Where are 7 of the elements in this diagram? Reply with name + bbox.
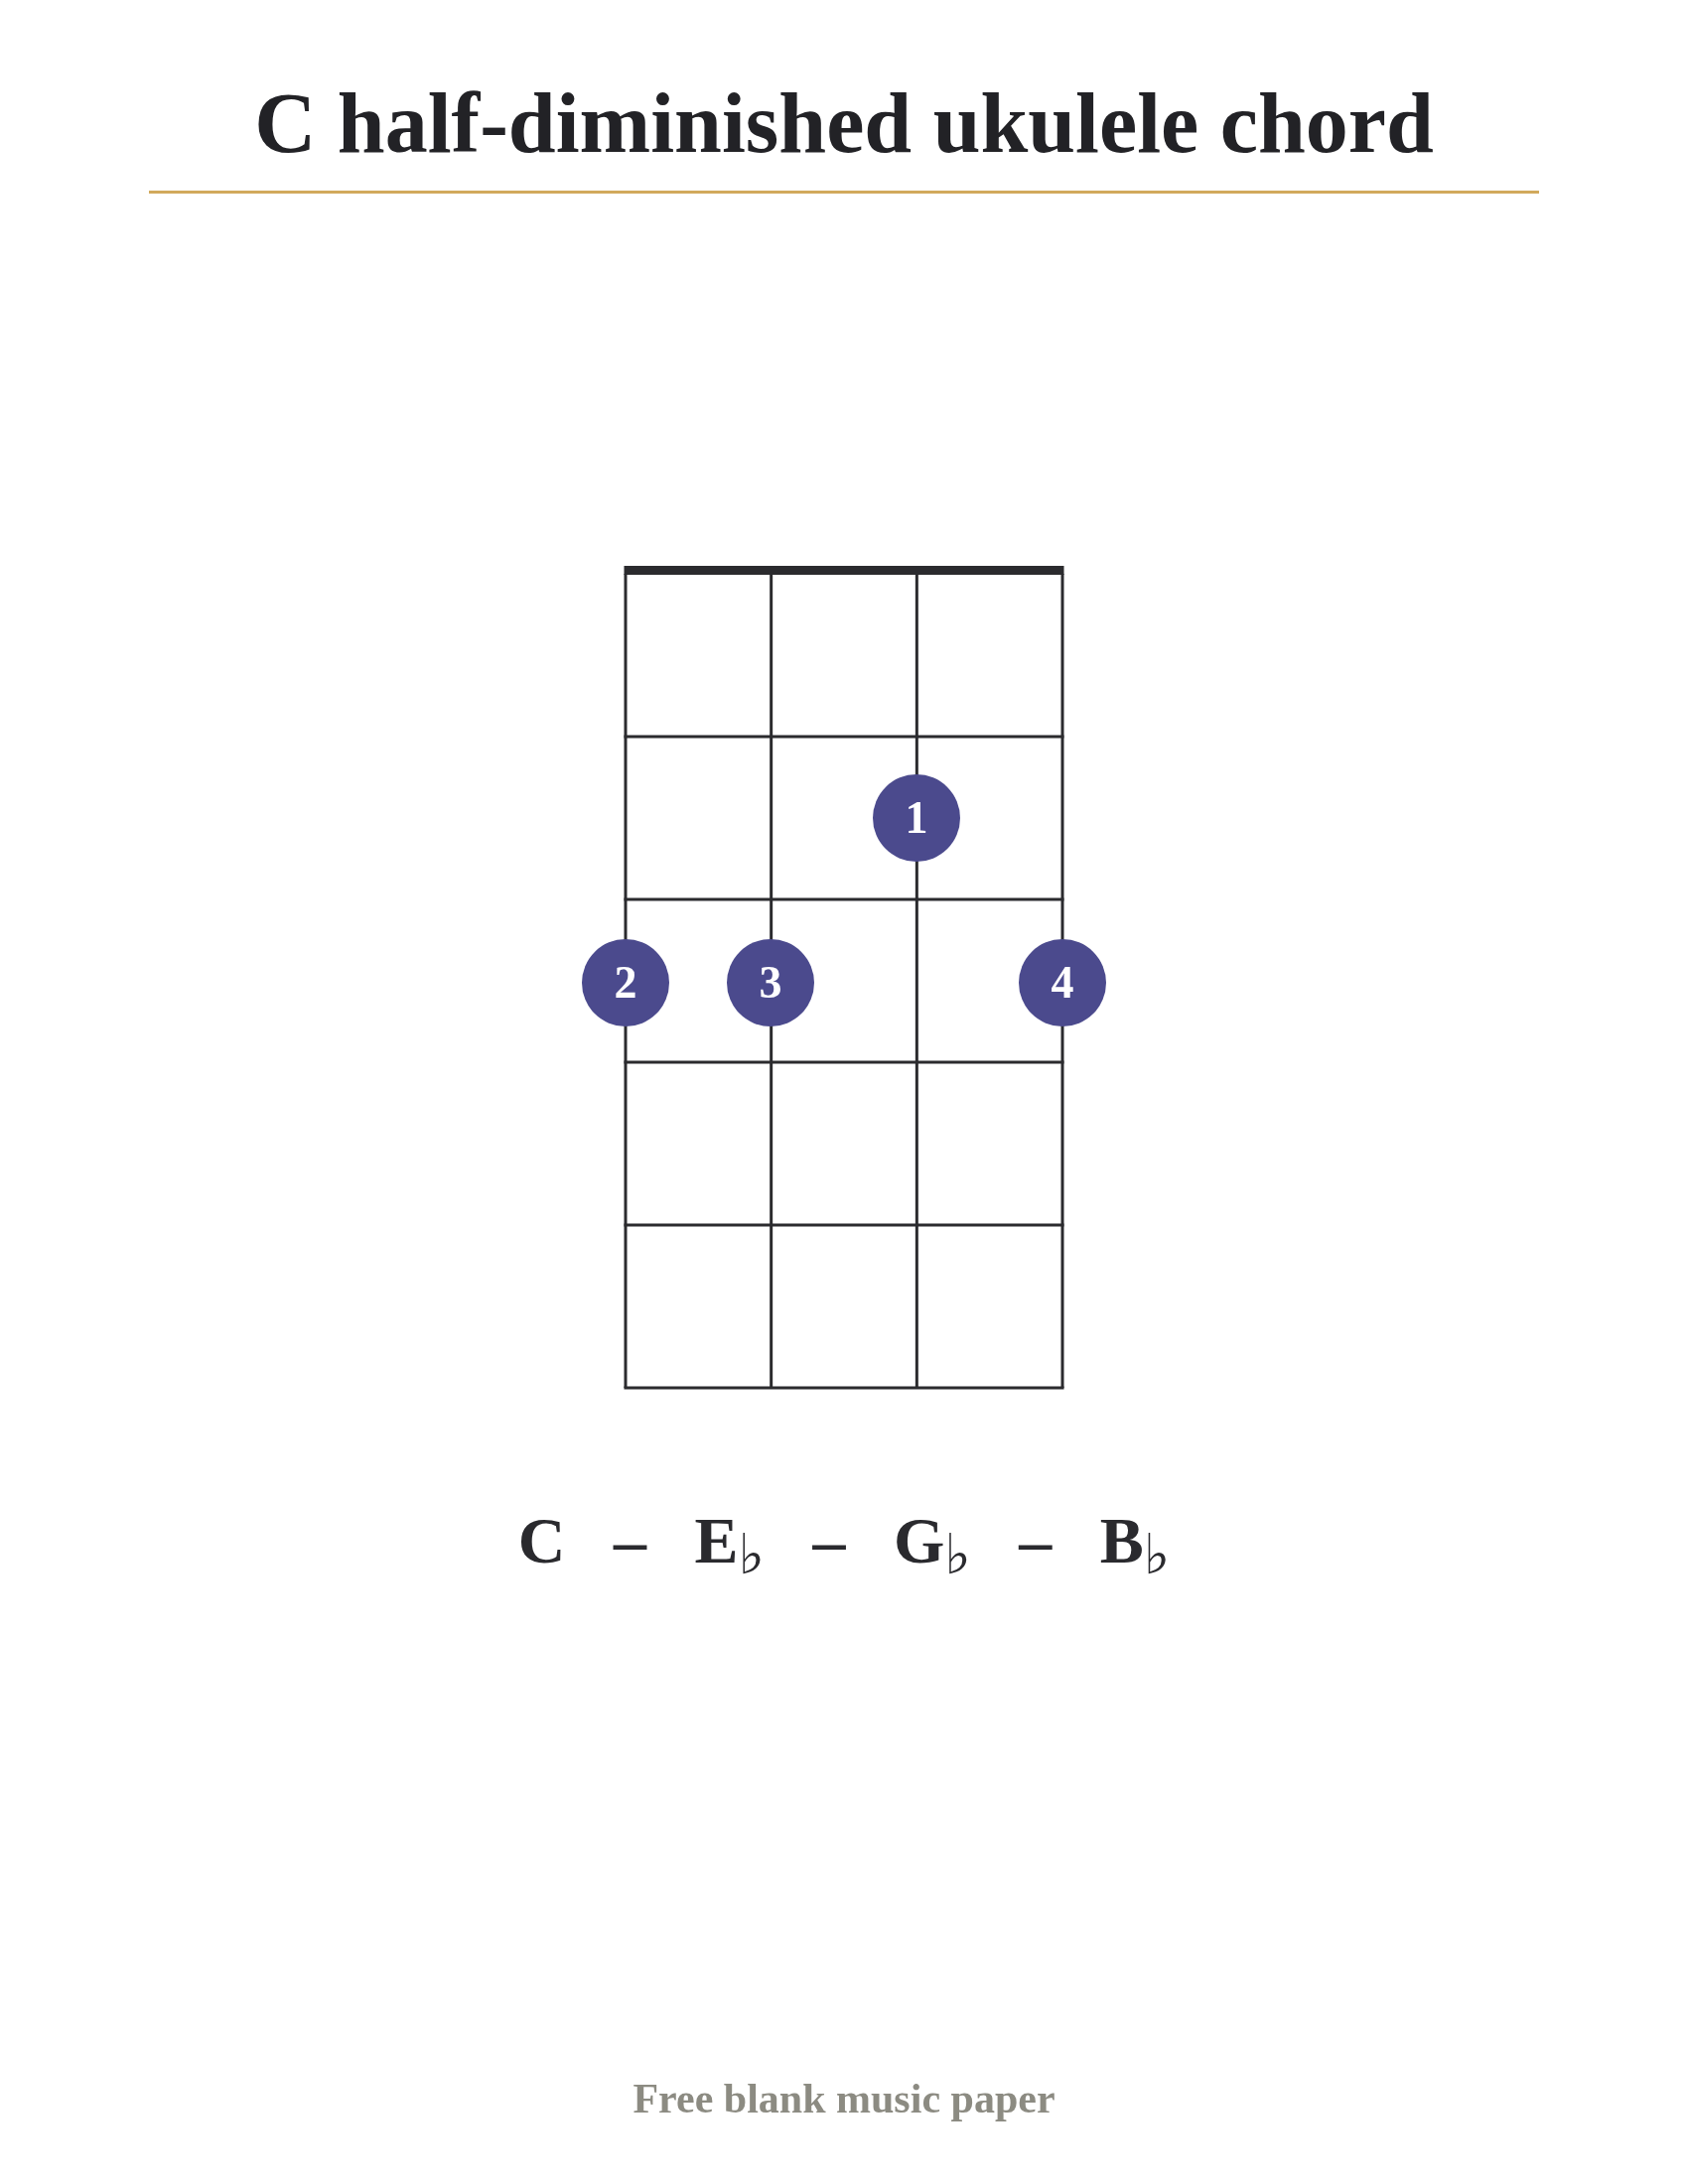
finger-dot: 2 [582,939,669,1026]
chord-notes: C – E$_{♭}$ – G$_{♭}$ – B$_{♭}$ [517,1503,1171,1580]
finger-dot: 1 [873,774,960,862]
finger-dot: 3 [727,939,814,1026]
page-title: C half-diminished ukulele chord [254,75,1434,171]
footer-note: Free blank music paper [633,2075,1055,2123]
finger-dot: 4 [1019,939,1106,1026]
